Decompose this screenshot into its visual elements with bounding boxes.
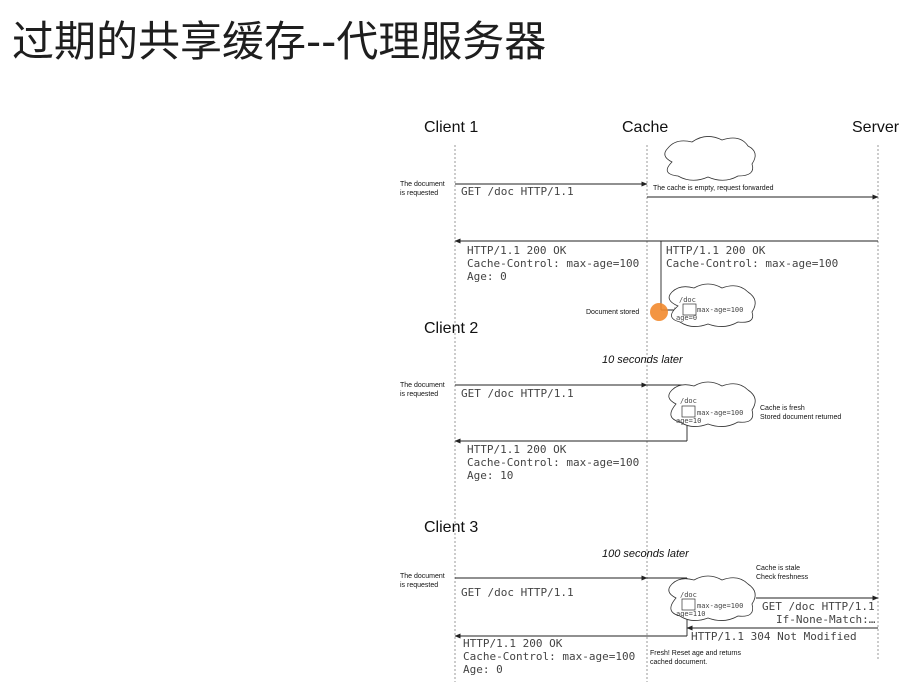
s3-fresh-note-1: Fresh! Reset age and returns: [650, 650, 742, 657]
s3-doc-requested-2: is requested: [400, 582, 438, 589]
s3-request-text: GET /doc HTTP/1.1: [461, 586, 574, 599]
document-icon: [681, 598, 696, 611]
s1-cloud-age: age=0: [676, 314, 697, 322]
s2-time-note: 10 seconds later: [602, 354, 684, 366]
actor-server: Server: [852, 119, 900, 136]
s1-doc-requested-2: is requested: [400, 190, 438, 197]
actor-client-3: Client 3: [424, 519, 478, 536]
s3-stale-note-2: Check freshness: [756, 574, 809, 581]
s2-resp-1: HTTP/1.1 200 OK: [467, 443, 567, 456]
s2-fresh-note-1: Cache is fresh: [760, 405, 805, 412]
s3-cloud-max-age: max-age=100: [697, 602, 743, 610]
s3-resp-2: Cache-Control: max-age=100: [463, 650, 635, 663]
s2-doc-requested-2: is requested: [400, 391, 438, 398]
s1-doc-stored: Document stored: [586, 309, 639, 316]
s3-resp-3: Age: 0: [463, 663, 503, 676]
s3-time-note: 100 seconds later: [602, 548, 690, 560]
s1-cloud-doc: /doc: [679, 296, 696, 304]
s2-doc-requested-1: The document: [400, 382, 445, 389]
cursor-highlight: [650, 303, 668, 321]
s1-resp-left-1: HTTP/1.1 200 OK: [467, 244, 567, 257]
document-icon: [682, 303, 697, 316]
s1-resp-left-2: Cache-Control: max-age=100: [467, 257, 639, 270]
s1-doc-requested-1: The document: [400, 181, 445, 188]
s2-fresh-note-2: Stored document returned: [760, 414, 841, 421]
document-icon: [681, 405, 696, 418]
s3-stale-note-1: Cache is stale: [756, 565, 800, 572]
cache-cloud-stored: [668, 283, 756, 327]
page-title: 过期的共享缓存--代理服务器: [12, 17, 547, 66]
actor-client-2: Client 2: [424, 320, 478, 337]
s3-cloud-doc: /doc: [680, 591, 697, 599]
s1-resp-left-3: Age: 0: [467, 270, 507, 283]
s2-cloud-max-age: max-age=100: [697, 409, 743, 417]
cache-cloud-empty: [664, 136, 756, 181]
s3-revalidate-2: If-None-Match:…: [776, 613, 876, 626]
s3-fresh-note-2: cached document.: [650, 659, 707, 666]
s3-revalidate-1: GET /doc HTTP/1.1: [762, 600, 875, 613]
actor-client-1: Client 1: [424, 119, 478, 136]
s2-request-text: GET /doc HTTP/1.1: [461, 387, 574, 400]
s1-cloud-max-age: max-age=100: [697, 306, 743, 314]
s2-cloud-age: age=10: [676, 417, 701, 425]
s2-resp-2: Cache-Control: max-age=100: [467, 456, 639, 469]
s1-request-text: GET /doc HTTP/1.1: [461, 185, 574, 198]
s3-not-modified: HTTP/1.1 304 Not Modified: [691, 630, 857, 643]
s1-resp-right-2: Cache-Control: max-age=100: [666, 257, 838, 270]
s2-resp-3: Age: 10: [467, 469, 513, 482]
s1-resp-right-1: HTTP/1.1 200 OK: [666, 244, 766, 257]
s3-doc-requested-1: The document: [400, 573, 445, 580]
s3-resp-1: HTTP/1.1 200 OK: [463, 637, 563, 650]
s2-cloud-doc: /doc: [680, 397, 697, 405]
s3-cloud-age: age=110: [676, 610, 706, 618]
s1-cache-empty-note: The cache is empty, request forwarded: [653, 185, 774, 192]
actor-cache: Cache: [622, 119, 668, 136]
